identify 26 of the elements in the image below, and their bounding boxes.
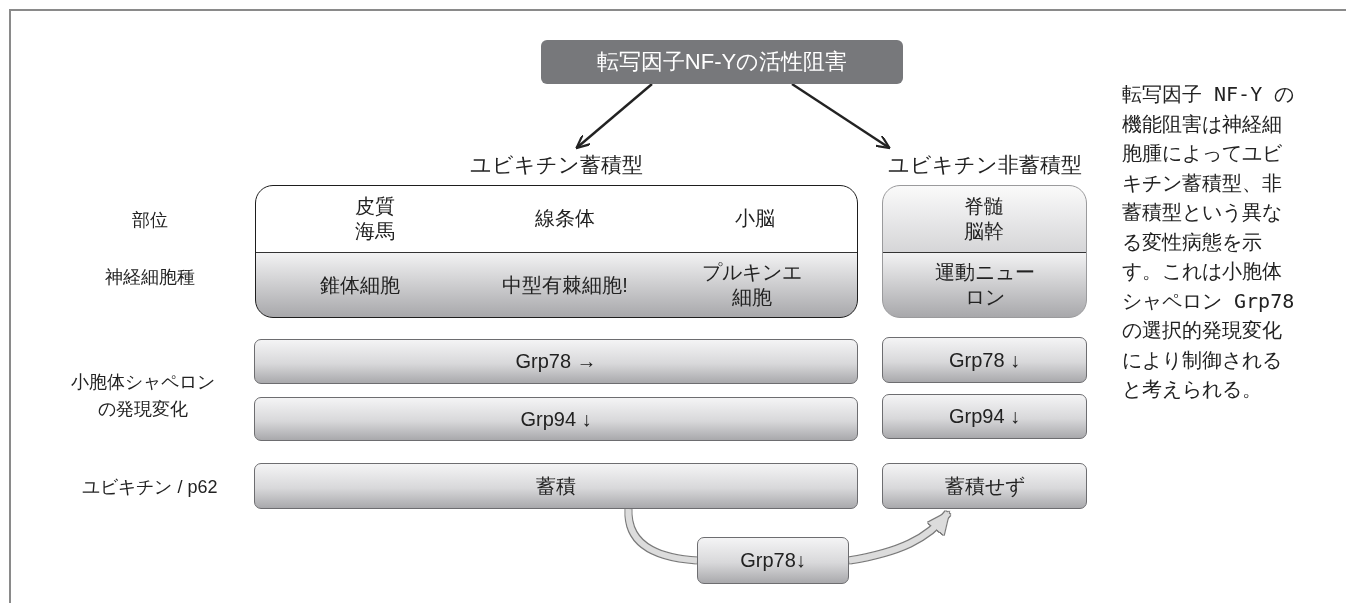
expression-bar: Grp78 ↓ (882, 337, 1087, 383)
expression-bar: Grp94 ↓ (882, 394, 1087, 439)
cell-type-label: 運動ニューロン (932, 252, 1037, 318)
row-label: ユビキチン / p62 (81, 475, 219, 499)
cell-type-label: 中型有棘細胞! (450, 252, 680, 318)
title-box: 転写因子NF-Yの活性阻害 (541, 40, 903, 84)
arrow (791, 83, 891, 150)
note-text: 転写因子 NF-Y の機能阻害は神経細胞腫によってユビキチン蓄積型、非蓄積型という異なる変性病態を示す。これは小胞体シャペロン Grp78 の選択的発現変化により制御されると考えられる。 (1122, 81, 1296, 403)
expression-bar: Grp78 → (254, 339, 858, 384)
arrow (848, 511, 951, 564)
result-box: Grp78↓ (697, 537, 849, 584)
region-label: 脊髄脳幹 (959, 185, 1009, 252)
cell-type-label: 錐体細胞 (275, 252, 445, 318)
column-heading: ユビキチン非蓄積型 (886, 152, 1083, 178)
row-label: 神経細胞種 (104, 265, 196, 289)
cell-type-label: プルキンエ細胞 (697, 252, 807, 318)
accumulation-bar: 蓄積 (254, 463, 858, 509)
arrow (575, 83, 653, 150)
region-label: 線条体 (490, 185, 640, 252)
column-heading: ユビキチン蓄積型 (469, 152, 644, 178)
row-label: 部位 (131, 208, 169, 232)
region-label: 小脳 (695, 185, 815, 252)
expression-bar: Grp94 ↓ (254, 397, 858, 441)
accumulation-bar: 蓄積せず (882, 463, 1087, 509)
region-label: 皮質海馬 (350, 185, 400, 252)
row-label: 小胞体シャペロンの発現変化 (69, 371, 216, 421)
